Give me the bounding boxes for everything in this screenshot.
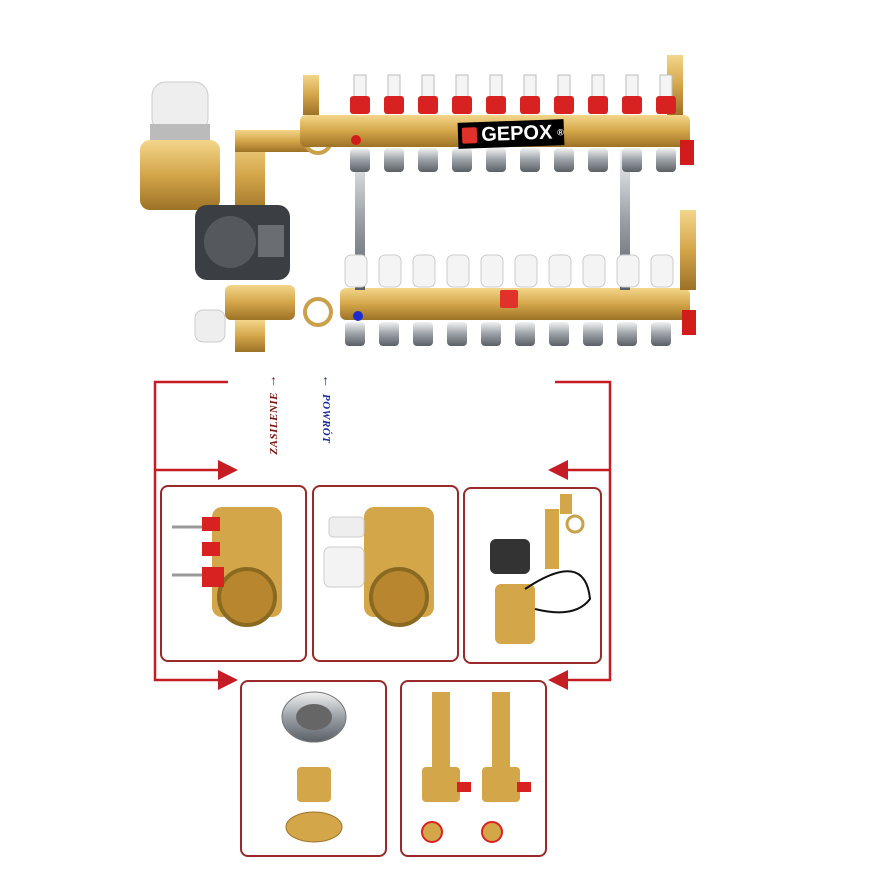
valve-cap (412, 254, 436, 288)
bottom-logo-icon (500, 290, 518, 308)
valve-cap (650, 254, 674, 288)
flow-meter-cap (622, 96, 642, 114)
outlet-fitting (622, 148, 642, 172)
manifold-illustration (140, 55, 696, 352)
outlet-fitting (515, 322, 535, 346)
flow-meter-cap (350, 96, 370, 114)
valve-cap (480, 254, 504, 288)
outlet-fitting (588, 148, 608, 172)
outlet-fitting (520, 148, 540, 172)
outlet-fitting (481, 322, 501, 346)
outlet-fitting (384, 148, 404, 172)
valve-cap (514, 254, 538, 288)
outlet-fitting (554, 148, 574, 172)
return-arrow-icon: ↑ (322, 372, 329, 388)
outlet-fitting (651, 322, 671, 346)
outlet-fitting (345, 322, 365, 346)
valve-cap (548, 254, 572, 288)
flow-meter-cap (520, 96, 540, 114)
outlet-fitting (452, 148, 472, 172)
outlet-fitting (350, 148, 370, 172)
flow-meter-cap (418, 96, 438, 114)
outlet-fitting (486, 148, 506, 172)
outlet-fitting (656, 148, 676, 172)
supply-arrow-icon: ↑ (270, 372, 277, 388)
panel-supply-end (160, 485, 307, 662)
circulation-pump (195, 205, 290, 280)
flow-meter-cap (656, 96, 676, 114)
valve-cap (446, 254, 470, 288)
panel-compression-fitting (240, 680, 387, 857)
outlet-fitting (583, 322, 603, 346)
arrow-left-icon (548, 670, 568, 690)
flow-meter-cap (452, 96, 472, 114)
thermostatic-mixing-valve (140, 81, 220, 210)
outlet-fitting (617, 322, 637, 346)
outlet-fitting (379, 322, 399, 346)
flow-meter-cap (554, 96, 574, 114)
arrow-right-icon (218, 460, 238, 480)
arrow-left-icon (548, 460, 568, 480)
flow-meter-cap (384, 96, 404, 114)
flow-meter-cap (588, 96, 608, 114)
valve-cap (616, 254, 640, 288)
valve-cap (344, 254, 368, 288)
valve-cap (378, 254, 402, 288)
outlet-fitting (418, 148, 438, 172)
panel-vent-drain-valves (400, 680, 547, 857)
flow-meter-cap (486, 96, 506, 114)
outlet-fitting (413, 322, 433, 346)
outlet-fitting (447, 322, 467, 346)
panel-pump-group (463, 487, 602, 664)
arrow-right-icon (218, 670, 238, 690)
outlet-fitting (549, 322, 569, 346)
panel-return-end (312, 485, 459, 662)
valve-cap (582, 254, 606, 288)
return-label: POWRÓT (320, 394, 332, 444)
